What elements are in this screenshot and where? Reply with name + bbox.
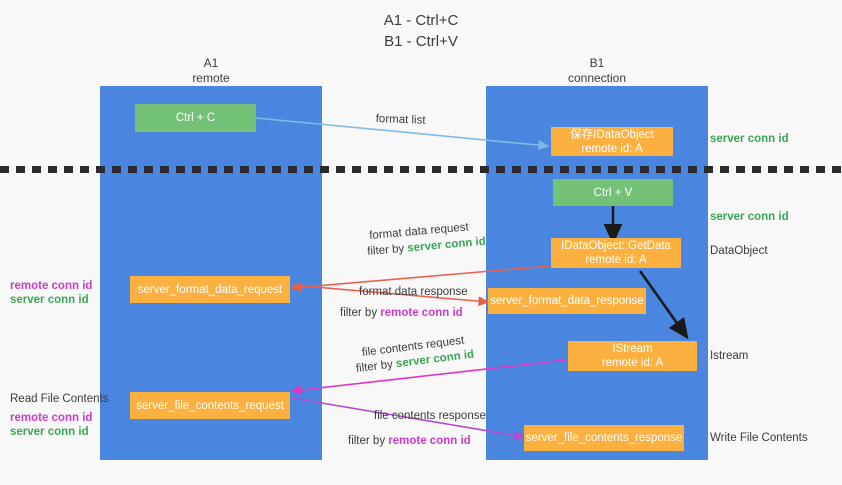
left-label-read-file-contents: Read File Contents [10, 393, 109, 405]
flow-label-format-list: format list [375, 112, 426, 127]
flow-label-file-contents-response: file contents response [374, 410, 486, 422]
filter-prefix-1: filter by [366, 242, 408, 259]
box-server-format-data-request-line1: server_format_data_request [137, 283, 283, 296]
box-server-format-data-request[interactable]: server_format_data_request [130, 276, 290, 303]
box-istream[interactable]: IStream remote id: A [568, 341, 697, 371]
flow-label-format-data-response-filter: filter by remote conn id [340, 305, 463, 321]
box-ctrl-v[interactable]: Ctrl + V [553, 179, 673, 206]
box-save-idataobject-line1: 保存IDataObject [570, 128, 654, 141]
box-server-format-data-response[interactable]: server_format_data_response [488, 288, 646, 314]
box-idataobject-getdata-line2: remote id: A [585, 254, 647, 266]
filter-key-remote-conn-id-2: remote conn id [388, 435, 471, 447]
title-line-1: A1 - Ctrl+C [383, 12, 459, 29]
box-ctrl-c[interactable]: Ctrl + C [135, 104, 256, 132]
left-label-remote-conn-id-1: remote conn id [10, 280, 93, 292]
right-label-istream: Istream [710, 350, 749, 362]
box-save-idataobject-line2: remote id: A [581, 142, 643, 155]
lane-header-b1: B1 connection [486, 56, 708, 86]
box-ctrl-v-line1: Ctrl + V [593, 186, 633, 199]
filter-prefix-4: filter by [348, 435, 389, 447]
left-label-server-conn-id-1: server conn id [10, 294, 89, 306]
title-line-2: B1 - Ctrl+V [384, 33, 458, 50]
box-server-format-data-response-line1: server_format_data_response [490, 295, 644, 307]
right-label-write-file-contents: Write File Contents [710, 432, 808, 444]
box-server-file-contents-response[interactable]: server_file_contents_response [524, 425, 684, 451]
right-label-server-conn-id-1: server conn id [710, 133, 789, 145]
box-idataobject-getdata[interactable]: IDataObject::GetData remote id: A [551, 238, 681, 268]
lane-a1-sub: remote [192, 71, 230, 85]
left-label-remote-conn-id-2: remote conn id [10, 412, 93, 424]
box-server-file-contents-response-line1: server_file_contents_response [525, 432, 683, 444]
box-istream-line1: IStream [612, 343, 653, 355]
filter-key-remote-conn-id-1: remote conn id [380, 307, 463, 319]
lane-a1-name: A1 [203, 56, 219, 70]
right-label-dataobject: DataObject [710, 245, 768, 257]
right-label-server-conn-id-2: server conn id [710, 211, 789, 223]
flow-label-file-contents-response-filter: filter by remote conn id [348, 433, 471, 449]
box-save-idataobject[interactable]: 保存IDataObject remote id: A [551, 127, 673, 156]
left-label-server-conn-id-2: server conn id [10, 426, 89, 438]
box-istream-line2: remote id: A [601, 357, 664, 369]
filter-prefix-3: filter by [355, 358, 397, 376]
phase-divider [0, 166, 842, 173]
box-ctrl-c-line1: Ctrl + C [175, 112, 216, 124]
box-server-file-contents-request-line1: server_file_contents_request [136, 399, 284, 412]
filter-prefix-2: filter by [340, 307, 381, 319]
box-idataobject-getdata-line1: IDataObject::GetData [561, 240, 671, 252]
lane-header-a1: A1 remote [100, 56, 322, 86]
flow-label-format-data-response: format data response [359, 286, 468, 298]
page-title: A1 - Ctrl+C B1 - Ctrl+V [0, 10, 842, 52]
box-server-file-contents-request[interactable]: server_file_contents_request [130, 392, 290, 419]
lane-b1-name: B1 [589, 56, 605, 70]
filter-key-server-conn-id-1: server conn id [406, 235, 487, 255]
lane-b1-sub: connection [567, 71, 627, 85]
